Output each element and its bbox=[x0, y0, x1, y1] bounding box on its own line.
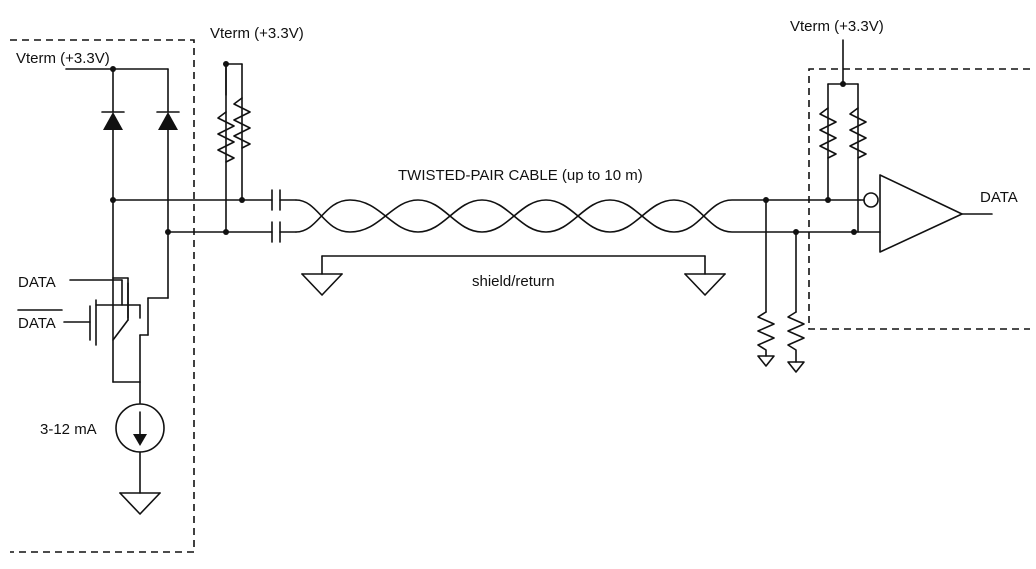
resistor-icon bbox=[233, 97, 251, 149]
diode-icon bbox=[156, 111, 180, 130]
comparator-icon bbox=[859, 174, 993, 253]
cable-label: TWISTED-PAIR CABLE (up to 10 m) bbox=[398, 167, 643, 184]
shield-return-label: shield/return bbox=[472, 273, 555, 290]
cable-vterm-label: Vterm (+3.3V) bbox=[210, 25, 304, 42]
driver-vterm-rail bbox=[65, 66, 169, 113]
current-source-label: 3-12 mA bbox=[40, 421, 97, 438]
resistor-icon bbox=[757, 311, 775, 357]
ground-icon bbox=[787, 361, 805, 373]
ground-icon bbox=[119, 492, 161, 515]
capacitor-icon bbox=[271, 189, 297, 211]
ground-icon bbox=[301, 273, 343, 296]
capacitor-icon bbox=[271, 221, 297, 243]
ground-icon bbox=[757, 355, 775, 367]
nmos-transistor-icon bbox=[69, 279, 129, 319]
data-output-label: DATA bbox=[980, 189, 1018, 206]
resistor-icon bbox=[787, 311, 805, 363]
ground-icon bbox=[684, 273, 726, 296]
data-input-label: DATA bbox=[18, 274, 56, 291]
resistor-icon bbox=[217, 111, 235, 163]
twisted-pair-cable bbox=[295, 199, 861, 233]
data-inverted-input-label: DATA bbox=[18, 315, 56, 332]
resistor-icon bbox=[849, 107, 867, 159]
driver-wiring bbox=[110, 129, 273, 383]
shield-return-wire bbox=[321, 255, 706, 275]
pulldown-wiring bbox=[763, 197, 799, 313]
resistor-icon bbox=[819, 107, 837, 159]
driver-vterm-label: Vterm (+3.3V) bbox=[16, 50, 110, 67]
current-source-icon bbox=[115, 381, 165, 494]
diode-icon bbox=[101, 111, 125, 130]
receiver-boundary bbox=[808, 68, 1030, 330]
receiver-vterm-label: Vterm (+3.3V) bbox=[790, 18, 884, 35]
nmos-transistor-icon bbox=[63, 299, 141, 346]
